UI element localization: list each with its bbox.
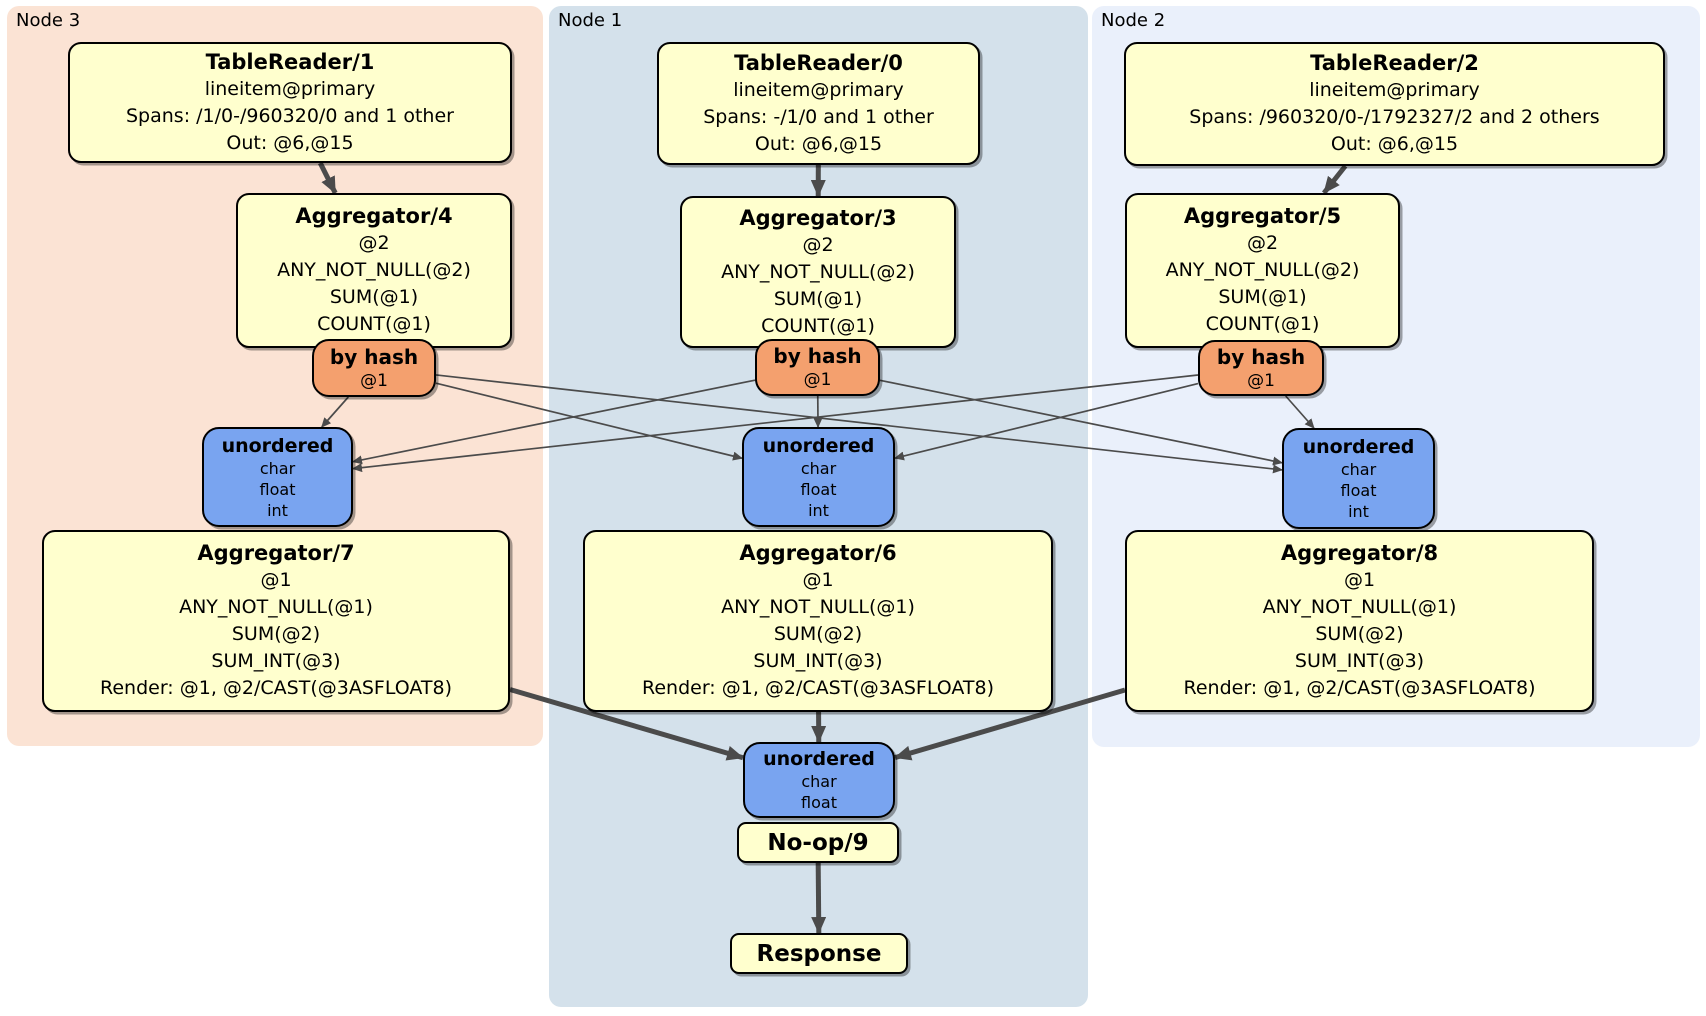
box-line: float <box>259 479 296 499</box>
box-line: SUM_INT(@3) <box>1294 650 1425 672</box>
box-title: unordered <box>763 748 875 770</box>
box-title: by hash <box>773 344 862 368</box>
box-line: ANY_NOT_NULL(@2) <box>277 259 471 281</box>
box-line: @1 <box>360 370 388 391</box>
processor-noop9: No-op/9 <box>737 822 899 863</box>
box-title: Aggregator/5 <box>1183 204 1342 228</box>
box-line: COUNT(@1) <box>317 313 431 335</box>
box-title: TableReader/2 <box>1310 51 1479 75</box>
box-title: by hash <box>329 344 419 369</box>
box-title: Response <box>756 940 882 967</box>
sync-sync8: unordered char float int <box>1282 428 1435 529</box>
box-title: unordered <box>1302 436 1415 458</box>
box-line: Render: @1, @2/CAST(@3ASFLOAT8) <box>642 677 994 699</box>
box-line: ANY_NOT_NULL(@2) <box>1165 259 1360 281</box>
box-line: float <box>801 793 837 812</box>
box-line: lineitem@primary <box>204 77 376 100</box>
box-line: int <box>267 500 288 520</box>
box-line: float <box>1340 481 1377 500</box>
router-hash4: by hash@1 <box>312 339 436 397</box>
box-title: TableReader/0 <box>734 50 903 75</box>
box-line: Render: @1, @2/CAST(@3ASFLOAT8) <box>100 677 452 699</box>
processor-resp: Response <box>730 933 908 974</box>
box-line: Spans: -/1/0 and 1 other <box>703 105 934 128</box>
box-title: TableReader/1 <box>205 49 375 74</box>
box-line: SUM(@2) <box>231 623 321 645</box>
box-line: Spans: /960320/0-/1792327/2 and 2 others <box>1189 106 1600 128</box>
box-line: char <box>259 458 296 478</box>
box-line: Out: @6,@15 <box>754 132 883 155</box>
box-line: char <box>800 458 837 478</box>
box-line: @2 <box>358 232 390 254</box>
box-line: @1 <box>1247 370 1275 391</box>
box-title: Aggregator/8 <box>1280 541 1439 565</box>
box-line: SUM(@1) <box>329 286 419 308</box>
box-title: unordered <box>762 434 875 457</box>
box-title: Aggregator/4 <box>295 204 453 228</box>
node-label-node3: Node 3 <box>16 10 81 31</box>
box-line: Out: @6,@15 <box>1330 133 1459 155</box>
box-title: Aggregator/6 <box>739 541 897 565</box>
box-line: SUM(@2) <box>1315 623 1404 645</box>
node-label-node1: Node 1 <box>558 10 623 31</box>
box-line: float <box>800 479 837 499</box>
box-title: Aggregator/3 <box>739 205 897 230</box>
box-line: COUNT(@1) <box>1205 313 1320 335</box>
box-line: int <box>1348 502 1369 521</box>
node-label-node2: Node 2 <box>1101 10 1166 31</box>
box-line: @1 <box>803 370 832 390</box>
router-hash5: by hash@1 <box>1198 340 1324 396</box>
box-line: ANY_NOT_NULL(@1) <box>721 596 915 618</box>
box-line: int <box>808 500 829 520</box>
router-hash3: by hash@1 <box>755 339 880 396</box>
box-line: @1 <box>802 569 834 591</box>
box-line: Spans: /1/0-/960320/0 and 1 other <box>126 104 454 127</box>
box-line: COUNT(@1) <box>761 314 875 337</box>
box-line: SUM(@2) <box>773 623 863 645</box>
box-line: ANY_NOT_NULL(@1) <box>1262 596 1457 618</box>
box-line: SUM(@1) <box>1218 286 1307 308</box>
box-line: SUM_INT(@3) <box>211 650 341 672</box>
box-title: No-op/9 <box>767 829 869 856</box>
box-line: Out: @6,@15 <box>226 131 354 154</box>
box-title: unordered <box>221 434 334 457</box>
box-line: @1 <box>1343 569 1376 591</box>
box-line: ANY_NOT_NULL(@2) <box>721 260 915 283</box>
box-line: @2 <box>802 233 834 256</box>
box-title: by hash <box>1216 344 1306 369</box>
box-line: lineitem@primary <box>733 78 904 101</box>
box-title: Aggregator/7 <box>197 541 355 565</box>
sync-syncF: unordered char float <box>743 742 895 818</box>
box-line: char <box>801 772 837 791</box>
box-line: @1 <box>260 569 292 591</box>
box-line: SUM(@1) <box>773 287 863 310</box>
box-line: @2 <box>1246 232 1279 254</box>
box-line: Render: @1, @2/CAST(@3ASFLOAT8) <box>1183 677 1536 699</box>
box-line: SUM_INT(@3) <box>753 650 883 672</box>
box-line: lineitem@primary <box>1309 79 1480 101</box>
box-line: char <box>1340 460 1377 479</box>
box-line: ANY_NOT_NULL(@1) <box>179 596 373 618</box>
